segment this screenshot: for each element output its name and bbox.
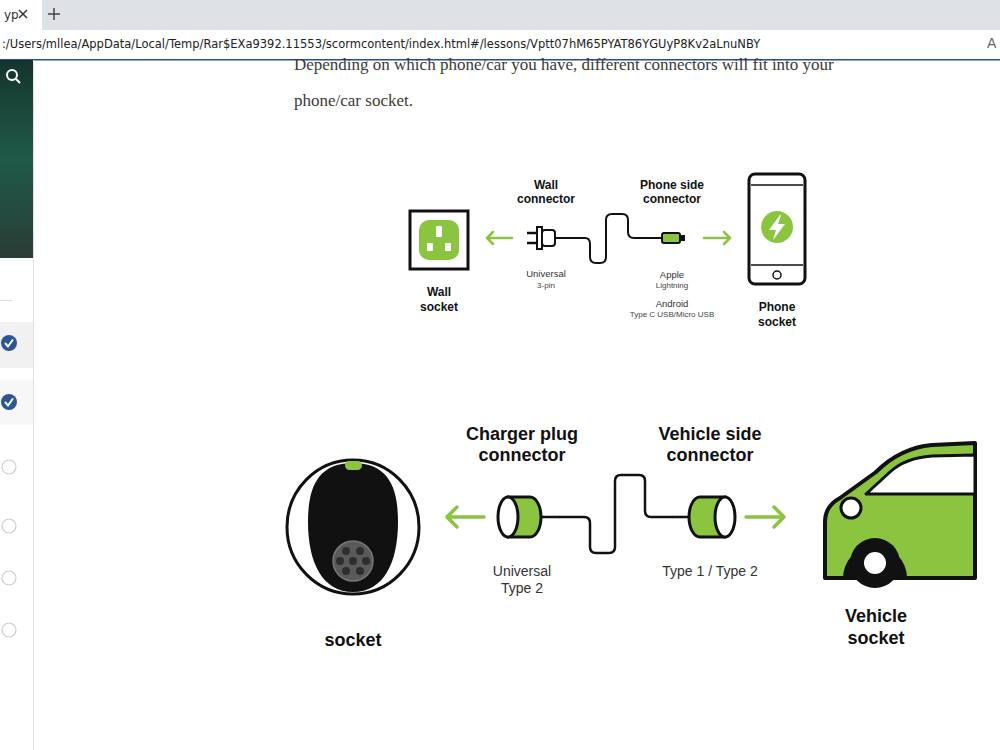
node-note: Type C USB/Micro USB (612, 310, 732, 320)
charger-light (345, 461, 362, 470)
sidebar-divider (0, 300, 12, 301)
direction-arrow (487, 232, 512, 244)
sidebar-border (33, 60, 34, 750)
socket-pin-hole (445, 243, 451, 251)
incomplete-circle (2, 519, 16, 533)
inlet-pin (356, 547, 364, 555)
phone-home-button (773, 271, 781, 279)
socket-pin-hole (427, 243, 433, 251)
car-light (841, 498, 861, 518)
inlet-pin (362, 557, 370, 565)
charger-face (308, 463, 398, 592)
car-body (825, 443, 975, 578)
node-note: Android (632, 298, 712, 310)
address-bar (0, 30, 1000, 59)
node-title: Phone side connector (634, 178, 710, 206)
node-title: Wall socket (416, 285, 462, 315)
search-icon-handle (16, 79, 20, 83)
search-icon (7, 70, 17, 80)
node-title: Wall connector (514, 178, 578, 206)
charging-cable (580, 214, 640, 263)
active-tab (0, 0, 42, 30)
diagram-node: Phone side connectorAppleLightningAndroi… (640, 175, 704, 325)
diagram-node: Wall socket (405, 205, 487, 330)
connector-end (498, 497, 518, 537)
diagram-node: Vehicle side connectorType 1 / Type 2 (672, 420, 746, 600)
incomplete-circle (2, 571, 16, 585)
node-note: Universal (506, 268, 586, 280)
phone-plug-tip (680, 235, 685, 241)
phone-icon (749, 174, 805, 284)
charger-housing (287, 460, 419, 594)
new-tab-icon (48, 8, 60, 20)
diagram-node: socket (280, 455, 447, 655)
wall-socket-icon (410, 211, 468, 269)
tab-title: yp (4, 8, 19, 22)
tab-close-icon (19, 10, 27, 18)
inlet-pins (336, 547, 370, 575)
tab-bar (0, 0, 1000, 30)
node-note: Apple (632, 269, 712, 281)
sidebar-image (0, 60, 33, 258)
node-note: Type 1 / Type 2 (650, 563, 770, 580)
phone-plug-body (662, 233, 680, 243)
node-note: Universal Type 2 (482, 563, 562, 597)
check-mark (5, 399, 13, 406)
sidebar-row (0, 322, 33, 368)
node-note: 3-pin (506, 281, 586, 291)
complete-check (1, 335, 17, 351)
node-title: Vehicle socket (831, 605, 921, 649)
direction-arrow (704, 232, 730, 244)
complete-check (1, 394, 17, 410)
node-title: socket (303, 629, 403, 651)
cable-stub (555, 237, 580, 239)
diagram-node: Wall connectorUniversal3-pin (512, 175, 580, 300)
sidebar-row (0, 380, 33, 425)
node-title: Charger plug connector (460, 424, 584, 466)
diagram-node: Charger plug connectorUniversal Type 2 (484, 420, 560, 600)
incomplete-circle (2, 460, 16, 474)
inlet-pin (342, 567, 350, 575)
cable-stub (640, 237, 662, 239)
car-wheel (850, 538, 900, 588)
url-text: :/Users/mllea/AppData/Local/Temp/Rar$EXa… (2, 37, 760, 51)
incomplete-circle (2, 623, 16, 637)
node-title: Vehicle side connector (648, 424, 772, 466)
cable-stub (672, 516, 690, 519)
inlet-pin (356, 567, 364, 575)
car-window (866, 455, 975, 494)
inlet-pin (336, 557, 344, 565)
cable-stub (540, 516, 560, 519)
socket-pin-hole (436, 226, 442, 237)
wheel-hub (864, 552, 886, 574)
socket-face (419, 220, 459, 260)
diagram-node: Vehicle socket (784, 435, 975, 655)
lightning-bolt (769, 215, 785, 240)
reader-icon: A (987, 35, 996, 51)
charging-cable (560, 475, 672, 553)
node-title: Phone socket (747, 300, 807, 330)
phone-screen-edge (751, 185, 803, 265)
inlet-pin (342, 547, 350, 555)
plug-body (542, 230, 555, 246)
check-mark (5, 340, 13, 347)
node-note: Lightning (632, 281, 712, 291)
lesson-paragraph: Depending on which phone/car you have, d… (294, 47, 874, 119)
charge-badge (761, 211, 793, 243)
direction-arrow (746, 507, 784, 527)
connector-end (715, 497, 735, 537)
type2-inlet (333, 541, 373, 581)
diagram-node: Phone socket (730, 170, 825, 330)
inlet-pin (349, 557, 357, 565)
direction-arrow (447, 507, 484, 527)
